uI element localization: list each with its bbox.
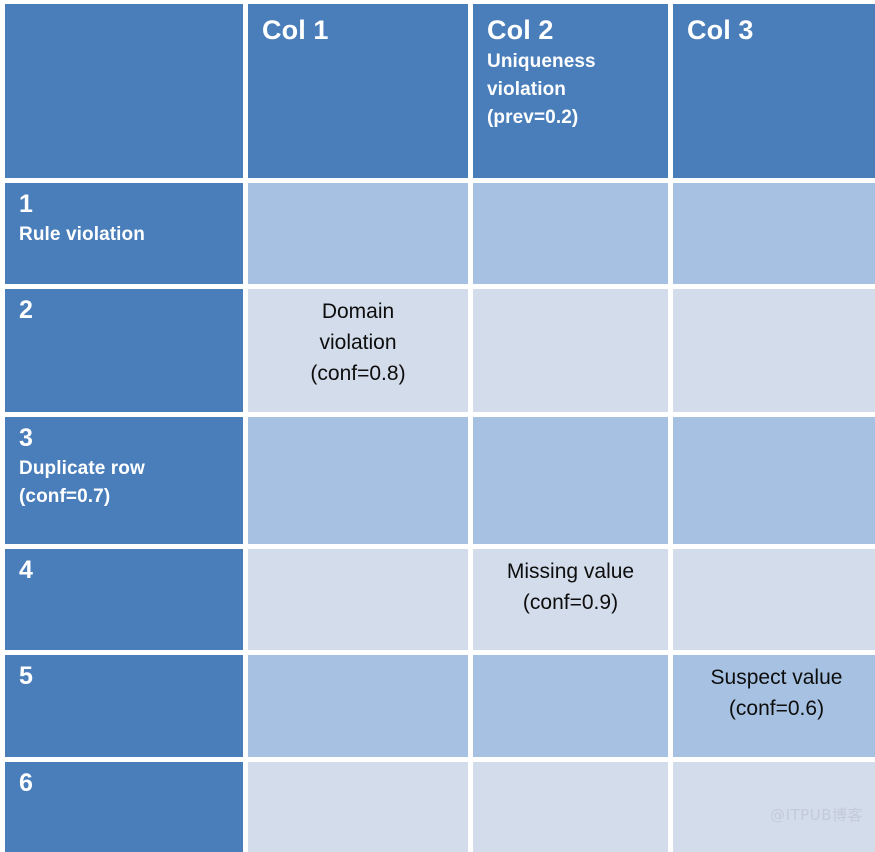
row-header-3[interactable]: 3 Duplicate row (conf=0.7) bbox=[5, 417, 243, 544]
table-cell-r5c3[interactable]: Suspect value (conf=0.6) bbox=[673, 655, 875, 757]
cell-text-line: (conf=0.9) bbox=[522, 591, 619, 615]
row-header-number: 1 bbox=[19, 190, 33, 218]
column-header-col-3[interactable]: Col 3 bbox=[673, 4, 875, 178]
column-header-subline: violation bbox=[487, 78, 567, 100]
table-cell-r3c3[interactable] bbox=[673, 417, 875, 544]
table-cell-r5c1[interactable] bbox=[248, 655, 468, 757]
column-header-col-1[interactable]: Col 1 bbox=[248, 4, 468, 178]
row-header-label: (conf=0.7) bbox=[19, 485, 111, 507]
table-cell-r4c3[interactable] bbox=[673, 549, 875, 650]
column-header-subline: (prev=0.2) bbox=[487, 106, 579, 128]
cell-text-line: Suspect value bbox=[710, 666, 843, 689]
table-cell-r3c2[interactable] bbox=[473, 417, 668, 544]
row-header-label: Duplicate row bbox=[19, 457, 145, 479]
cell-text-line: (conf=0.6) bbox=[728, 697, 825, 721]
row-header-6[interactable]: 6 bbox=[5, 762, 243, 852]
table-cell-r6c3[interactable] bbox=[673, 762, 875, 852]
table-cell-r6c2[interactable] bbox=[473, 762, 668, 852]
table-cell-r1c1[interactable] bbox=[248, 183, 468, 284]
row-header-number: 2 bbox=[19, 296, 33, 324]
column-header-title: Col 3 bbox=[687, 15, 754, 45]
row-header-5[interactable]: 5 bbox=[5, 655, 243, 757]
table-cell-r2c2[interactable] bbox=[473, 289, 668, 412]
cell-text-line: (conf=0.8) bbox=[310, 362, 406, 386]
cell-text-line: Domain bbox=[321, 300, 395, 323]
table-cell-r4c1[interactable] bbox=[248, 549, 468, 650]
table-cell-r2c1[interactable]: Domain violation (conf=0.8) bbox=[248, 289, 468, 412]
row-header-1[interactable]: 1 Rule violation bbox=[5, 183, 243, 284]
column-header-title: Col 2 bbox=[487, 15, 554, 45]
table-cell-r1c2[interactable] bbox=[473, 183, 668, 284]
row-header-number: 5 bbox=[19, 662, 33, 690]
cell-text-line: violation bbox=[319, 331, 397, 355]
column-header-subline: Uniqueness bbox=[487, 50, 596, 72]
row-header-number: 3 bbox=[19, 424, 33, 452]
column-header-title: Col 1 bbox=[262, 15, 329, 45]
row-header-number: 6 bbox=[19, 769, 33, 797]
row-header-4[interactable]: 4 bbox=[5, 549, 243, 650]
table-cell-r3c1[interactable] bbox=[248, 417, 468, 544]
table-cell-r2c3[interactable] bbox=[673, 289, 875, 412]
table-corner-cell bbox=[5, 4, 243, 178]
table-cell-r5c2[interactable] bbox=[473, 655, 668, 757]
row-header-2[interactable]: 2 bbox=[5, 289, 243, 412]
cell-text-line: Missing value bbox=[506, 560, 635, 583]
row-header-label: Rule violation bbox=[19, 223, 145, 245]
table-cell-r4c2[interactable]: Missing value (conf=0.9) bbox=[473, 549, 668, 650]
row-header-number: 4 bbox=[19, 556, 33, 584]
column-header-col-2[interactable]: Col 2 Uniqueness violation (prev=0.2) bbox=[473, 4, 668, 178]
table-cell-r1c3[interactable] bbox=[673, 183, 875, 284]
table-cell-r6c1[interactable] bbox=[248, 762, 468, 852]
